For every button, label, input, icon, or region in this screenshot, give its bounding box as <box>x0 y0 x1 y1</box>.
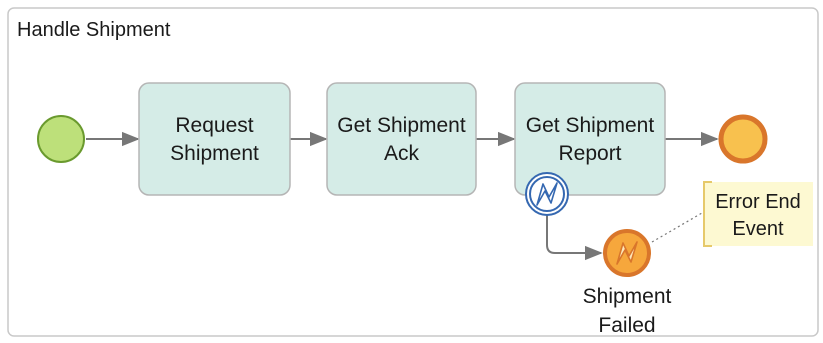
error-end-label: Shipment <box>583 285 672 308</box>
task-get-shipment-report[interactable]: Get Shipment Report <box>514 82 666 196</box>
task-get-shipment-ack[interactable]: Get Shipment Ack <box>326 82 477 196</box>
error-end-event[interactable] <box>603 229 651 277</box>
task-label-line: Get Shipment <box>526 114 655 137</box>
task-request-shipment[interactable]: Request Shipment <box>138 82 291 196</box>
lightning-icon <box>536 182 558 206</box>
start-event[interactable] <box>37 115 85 163</box>
lightning-icon <box>616 241 638 265</box>
task-label-line: Ack <box>384 142 420 165</box>
task-label-line: Request <box>175 114 253 137</box>
flow-boundary-to-error-end[interactable] <box>546 212 603 261</box>
end-event[interactable] <box>718 114 768 164</box>
annotation-text-line: Error End <box>715 191 801 213</box>
task-label-line: Report <box>558 142 621 165</box>
pool-label: Handle Shipment <box>17 19 171 41</box>
boundary-error-event[interactable] <box>525 172 569 216</box>
task-label-line: Shipment <box>170 142 259 165</box>
error-end-label: Failed <box>598 314 655 337</box>
task-label-line: Get Shipment <box>337 114 466 137</box>
text-annotation[interactable]: Error End Event <box>703 181 813 247</box>
annotation-text-line: Event <box>732 218 784 240</box>
